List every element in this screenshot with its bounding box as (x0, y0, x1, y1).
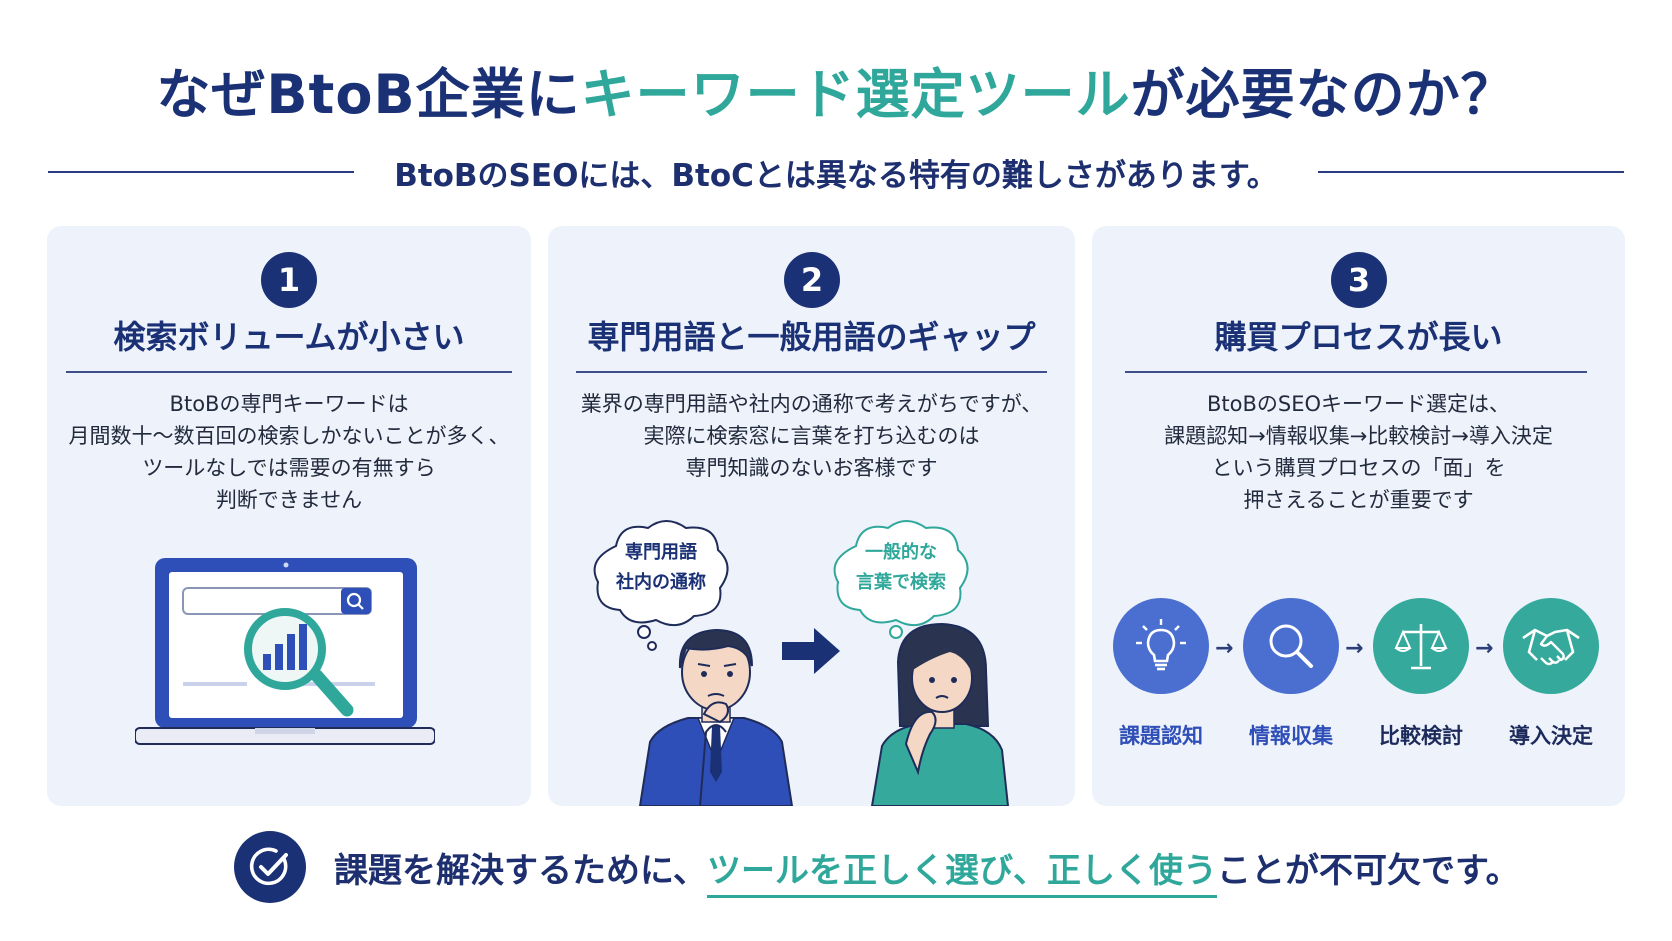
bubble-line: 社内の通称 (616, 572, 706, 593)
card-divider (66, 371, 512, 373)
body-line: 業界の専門用語や社内の通称で考えがちですが、 (580, 392, 1043, 416)
step-label: 情報収集 (1249, 724, 1333, 748)
title-part1: なぜBtoB企業に (156, 63, 581, 126)
process-step-decision: 導入決定 (1503, 598, 1599, 750)
card-number: 2 (784, 252, 840, 308)
title-part2: が必要なのか？ (1130, 63, 1516, 126)
customer-woman-illustration (870, 622, 1010, 806)
bubble-line: 言葉で検索 (856, 572, 946, 593)
step-label: 導入決定 (1509, 724, 1593, 748)
card-search-volume: 1 検索ボリュームが小さい BtoBの専門キーワードは 月間数十〜数百回の検索し… (47, 226, 531, 806)
card-divider (576, 371, 1047, 373)
bubble-right-text: 一般的な 言葉で検索 (826, 538, 976, 598)
body-line: 課題認知→情報収集→比較検討→導入決定 (1164, 424, 1553, 448)
laptop-search-chart-icon (135, 558, 435, 745)
card-title: 検索ボリュームが小さい (113, 318, 465, 356)
bubble-line: 専門用語 (625, 542, 697, 563)
thought-bubble-right (833, 520, 969, 651)
step-circle (1503, 598, 1599, 694)
body-line: BtoBのSEOキーワード選定は、 (1206, 392, 1511, 416)
card-number: 1 (261, 252, 317, 308)
body-line: ツールなしでは需要の有無すら (142, 456, 436, 480)
step-arrow: → (1345, 636, 1364, 661)
step-arrow: → (1215, 636, 1234, 661)
step-label: 課題認知 (1119, 724, 1203, 748)
subtitle-rule-right (1317, 171, 1624, 173)
conclusion-part2: ことが不可欠です。 (1216, 850, 1520, 891)
step-circle (1243, 598, 1339, 694)
subtitle-row: BtoBのSEOには、BtoCとは異なる特有の難しさがあります。 (48, 150, 1624, 194)
thought-bubble-left (593, 520, 729, 651)
body-line: 実際に検索窓に言葉を打ち込むのは (643, 424, 980, 448)
page-title: なぜBtoB企業にキーワード選定ツールが必要なのか？ (0, 50, 1672, 129)
card-long-purchase-process: 3 購買プロセスが長い BtoBのSEOキーワード選定は、 課題認知→情報収集→… (1092, 226, 1625, 806)
businessman-illustration (638, 628, 794, 806)
process-step-comparison: 比較検討 (1373, 598, 1469, 750)
card-title: 購買プロセスが長い (1214, 318, 1503, 356)
conclusion: 課題を解決するために、ツールを正しく選び、正しく使うことが不可欠です。 (234, 831, 1520, 903)
handshake-icon (1522, 628, 1580, 666)
body-line: という購買プロセスの「面」を (1211, 456, 1506, 480)
card-divider (1125, 371, 1587, 373)
scale-icon (1394, 624, 1448, 670)
bubble-line: 一般的な (865, 542, 937, 563)
card-title: 専門用語と一般用語のギャップ (587, 318, 1036, 356)
step-circle (1373, 598, 1469, 694)
card-body: BtoBのSEOキーワード選定は、 課題認知→情報収集→比較検討→導入決定 とい… (1092, 388, 1625, 516)
card-body: 業界の専門用語や社内の通称で考えがちですが、 実際に検索窓に言葉を打ち込むのは … (548, 388, 1075, 484)
body-line: BtoBの専門キーワードは (169, 392, 409, 416)
step-arrow: → (1475, 636, 1494, 661)
bubble-left-text: 専門用語 社内の通称 (586, 538, 736, 598)
lightbulb-icon (1136, 619, 1186, 671)
conclusion-accent: ツールを正しく選び、正しく使う (706, 850, 1217, 898)
card-body: BtoBの専門キーワードは 月間数十〜数百回の検索しかないことが多く、 ツールな… (47, 388, 531, 516)
check-circle-icon (234, 831, 306, 903)
body-line: 専門知識のないお客様です (685, 456, 938, 480)
magnifier-icon (1269, 624, 1313, 668)
step-label: 比較検討 (1379, 724, 1463, 748)
subtitle-rule-left (48, 171, 355, 173)
arrow-right-icon (782, 628, 840, 674)
body-line: 月間数十〜数百回の検索しかないことが多く、 (68, 424, 510, 448)
conclusion-part1: 課題を解決するために、 (334, 850, 707, 891)
title-accent: キーワード選定ツール (580, 63, 1131, 126)
conclusion-text: 課題を解決するために、ツールを正しく選び、正しく使うことが不可欠です。 (334, 843, 1520, 898)
check-icon (249, 847, 288, 886)
process-step-research: 情報収集 (1243, 598, 1339, 750)
step-circle (1113, 598, 1209, 694)
process-step-awareness: 課題認知 (1113, 598, 1209, 750)
body-line: 判断できません (215, 488, 363, 512)
card-number: 3 (1331, 252, 1387, 308)
card-terminology-gap: 2 専門用語と一般用語のギャップ 業界の専門用語や社内の通称で考えがちですが、 … (548, 226, 1075, 806)
subtitle: BtoBのSEOには、BtoCとは異なる特有の難しさがあります。 (394, 157, 1278, 194)
body-line: 押さえることが重要です (1243, 488, 1474, 512)
